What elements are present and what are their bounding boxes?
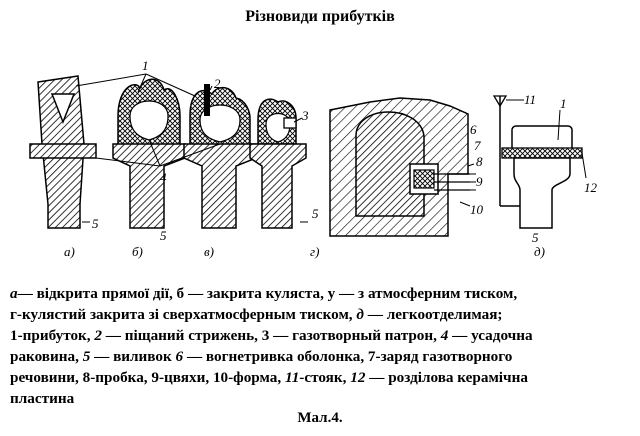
panel-label-g: г) [310, 244, 319, 259]
page-title: Різновиди прибутків [245, 8, 395, 25]
risers-diagram: 1 2 3 4 5 5 5 5 6 7 8 9 10 11 1 12 а) б)… [29, 58, 598, 259]
caption-line-5: речовини, 8-пробка, 9-цвяхи, 10-форма, 1… [10, 367, 632, 388]
callout-12: 12 [584, 180, 598, 195]
callout-6: 6 [470, 122, 477, 137]
panel-label-d: д) [534, 244, 545, 259]
caption-text: — усадочна [452, 327, 533, 344]
caption-text: 1-прибуток, [10, 327, 91, 344]
panel-label-b: б) [132, 244, 143, 259]
panel-label-v: в) [204, 244, 214, 259]
caption-text: раковина, [10, 348, 79, 365]
callout-4: 4 [160, 170, 167, 185]
caption-text: — легкоотделимая; [367, 306, 503, 323]
callout-10: 10 [470, 202, 484, 217]
callout-9: 9 [476, 174, 483, 189]
caption-key-12: 12 [350, 369, 366, 386]
caption-text: речовини, 8-пробка, 9-цвяхи, 10-форма, [10, 369, 282, 386]
caption-text: — виливок [94, 348, 172, 365]
caption-key-6: 6 [175, 348, 184, 365]
callout-8: 8 [476, 154, 483, 169]
caption-line-4: раковина, 5 — виливок 6 — вогнетривка об… [10, 346, 632, 367]
risers-figure: 1 2 3 4 5 5 5 5 6 7 8 9 10 11 1 12 а) б)… [0, 56, 640, 270]
figure-caption: а— відкрита прямої дії, б — закрита куля… [10, 283, 632, 409]
riser-a [29, 75, 97, 229]
caption-text: -стояк, [299, 369, 347, 386]
callout-5b: 5 [160, 228, 167, 243]
caption-text: — відкрита прямої дії, б — закрита куляс… [17, 285, 518, 302]
riser-g [249, 98, 307, 229]
caption-key-a: а [10, 285, 18, 302]
leader-lines [75, 73, 587, 223]
caption-line-1: а— відкрита прямої дії, б — закрита куля… [10, 283, 632, 304]
caption-key-5: 5 [82, 348, 91, 365]
caption-text: г-кулястий закрита зі сверхатмосферным т… [10, 306, 353, 323]
callout-7: 7 [474, 138, 481, 153]
caption-key-4: 4 [440, 327, 449, 344]
callout-2: 2 [214, 76, 221, 91]
callout-11: 11 [524, 92, 536, 107]
caption-text: — піщаний стрижень, 3 — газотворный патр… [105, 327, 437, 344]
caption-text: — розділова керамічна [369, 369, 528, 386]
callout-5c: 5 [312, 206, 319, 221]
caption-line-2: г-кулястий закрита зі сверхатмосферным т… [10, 304, 632, 325]
callout-5d: 5 [532, 230, 539, 245]
caption-line-6: пластина [10, 388, 632, 409]
figure-label: Мал.4. [297, 410, 343, 426]
callout-5a: 5 [92, 216, 99, 231]
panel-label-a: а) [64, 244, 75, 259]
callout-1d: 1 [560, 96, 567, 111]
riser-v [183, 84, 257, 229]
caption-line-3: 1-прибуток, 2 — піщаний стрижень, 3 — га… [10, 325, 632, 346]
caption-key-11: 11 [284, 369, 300, 386]
riser-b [112, 78, 186, 229]
mould-section [329, 97, 470, 237]
caption-key-2: 2 [94, 327, 102, 344]
callout-1: 1 [142, 58, 149, 73]
caption-text: — вогнетривка оболонка, 7-заряд газотвор… [186, 348, 513, 365]
caption-text: пластина [10, 390, 75, 407]
callout-3: 3 [301, 108, 309, 123]
riser-d [492, 95, 583, 229]
caption-key-d: д [356, 306, 364, 323]
